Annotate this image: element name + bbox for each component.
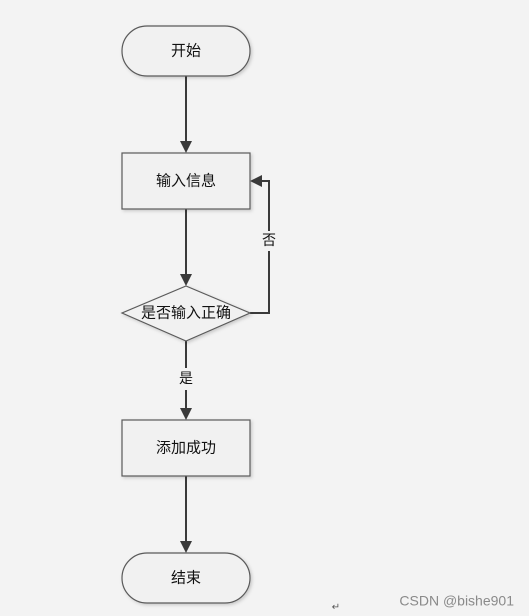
node-start: 开始 <box>121 25 251 77</box>
node-input: 输入信息 <box>121 152 251 210</box>
csdn-watermark: CSDN @bishe901 <box>399 593 514 609</box>
node-input-label: 输入信息 <box>156 172 216 190</box>
no-label-bg <box>259 231 279 251</box>
node-success-label: 添加成功 <box>156 439 216 457</box>
edge-yes-label: 是 <box>179 371 193 387</box>
yes-label-bg <box>176 369 196 389</box>
node-check: 是否输入正确 <box>120 285 252 342</box>
edge-no-label: 否 <box>262 233 276 249</box>
node-check-label: 是否输入正确 <box>141 304 231 322</box>
node-start-label: 开始 <box>171 42 201 60</box>
paragraph-return-mark: ↵ <box>332 602 340 613</box>
node-end: 结束 <box>121 552 251 604</box>
node-end-label: 结束 <box>171 569 201 587</box>
node-success: 添加成功 <box>121 419 251 477</box>
